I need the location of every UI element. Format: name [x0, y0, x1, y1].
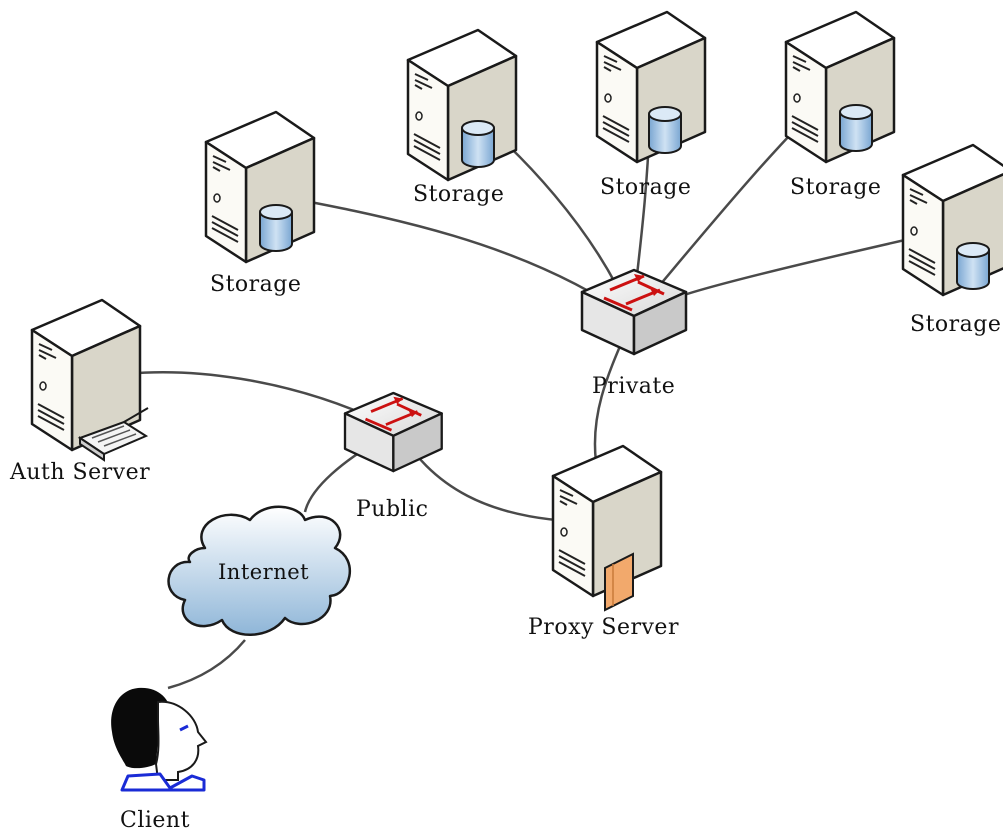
storage-server-3[interactable] [595, 10, 707, 164]
disk-icon [461, 120, 495, 168]
storage-3-label: Storage [600, 175, 692, 200]
switch-icon [580, 268, 688, 356]
firewall-icon [604, 552, 634, 612]
public-switch-label: Public [356, 497, 429, 522]
switch-icon [343, 391, 444, 473]
disk-icon [956, 242, 990, 290]
storage-server-5[interactable] [901, 143, 1003, 297]
auth-server-label: Auth Server [10, 460, 151, 485]
storage-2-label: Storage [413, 182, 505, 207]
internet-label: Internet [218, 560, 310, 584]
auth-server[interactable] [30, 298, 149, 462]
storage-1-label: Storage [210, 272, 302, 297]
private-switch[interactable] [580, 268, 688, 356]
storage-server-4[interactable] [784, 10, 896, 164]
keyboard-icon [77, 407, 149, 462]
disk-icon [839, 104, 873, 152]
client-person-icon[interactable] [111, 687, 208, 792]
private-switch-label: Private [592, 374, 676, 399]
storage-5-label: Storage [910, 312, 1002, 337]
internet-cloud-icon[interactable] [167, 505, 352, 636]
proxy-server-label: Proxy Server [528, 615, 679, 640]
link-internet-client [167, 639, 246, 690]
public-switch[interactable] [343, 391, 444, 473]
storage-server-1[interactable] [204, 110, 316, 264]
storage-server-2[interactable] [406, 28, 518, 182]
proxy-server[interactable] [551, 444, 663, 612]
disk-icon [259, 204, 293, 252]
disk-icon [648, 106, 682, 154]
client-label: Client [120, 808, 190, 833]
storage-4-label: Storage [790, 175, 882, 200]
